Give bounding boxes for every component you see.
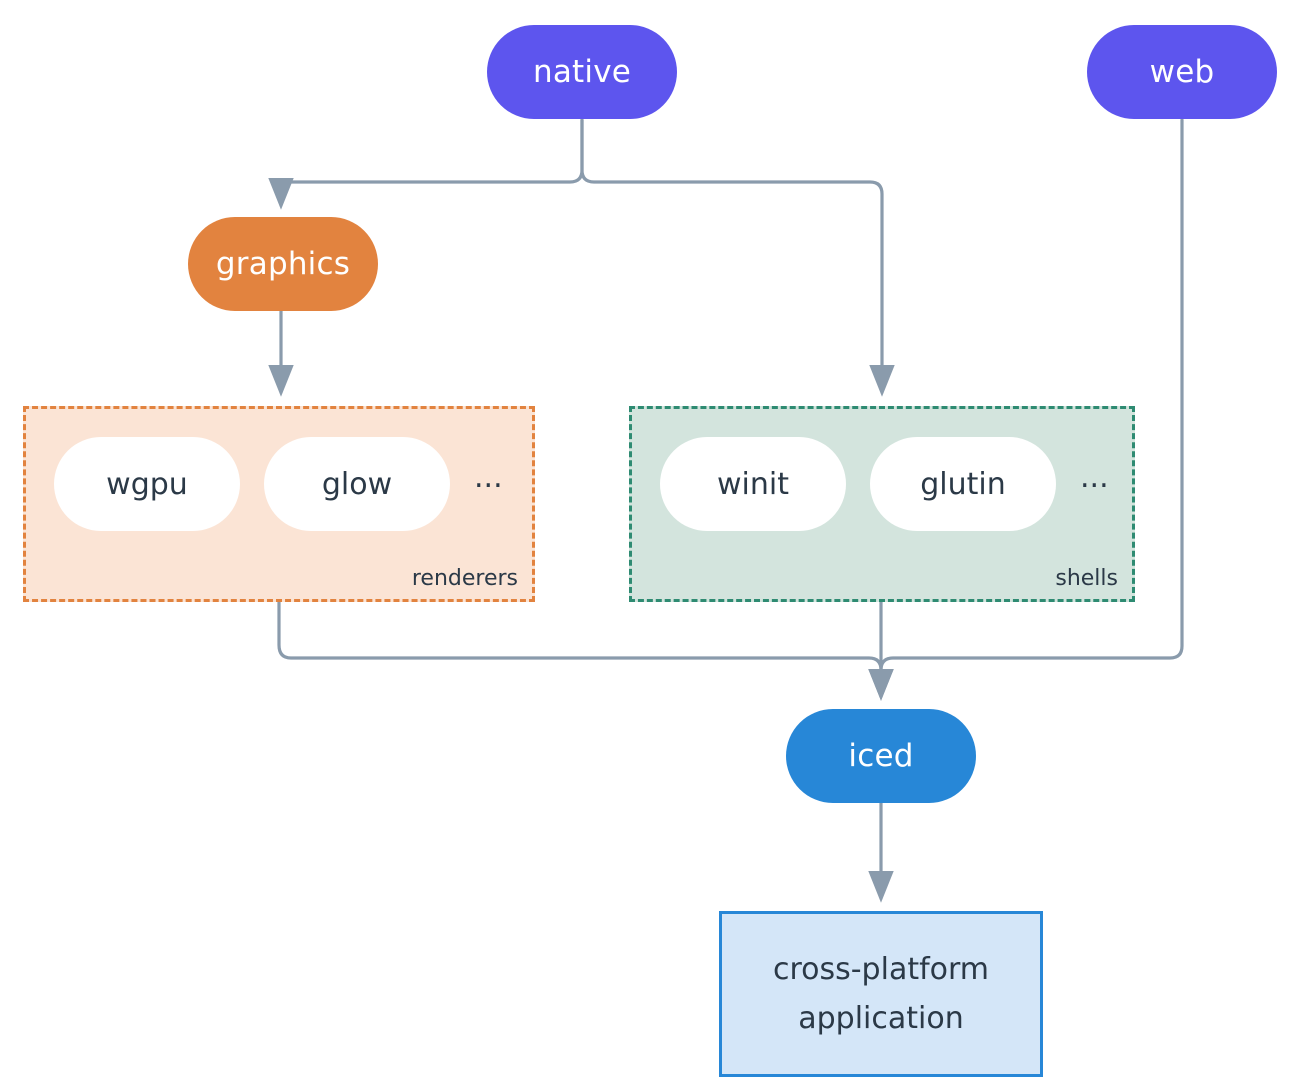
application-label-line2: application: [798, 1001, 964, 1036]
node-web[interactable]: web: [1087, 25, 1277, 119]
node-graphics-label: graphics: [215, 246, 351, 282]
subgraph-renderers-label: renderers: [411, 566, 518, 591]
node-iced-label: iced: [848, 738, 914, 774]
node-glow-label: glow: [321, 466, 393, 502]
shells-item-row: winit glutin ...: [632, 409, 1109, 531]
shells-overflow-ellipsis: ...: [1080, 460, 1109, 495]
subgraph-shells: winit glutin ... shells: [629, 406, 1135, 602]
node-iced[interactable]: iced: [786, 709, 976, 803]
node-native[interactable]: native: [487, 25, 677, 119]
edge-native-to-shells: [580, 118, 895, 397]
renderers-item-row: wgpu glow ...: [26, 409, 503, 531]
application-label-line1: cross-platform: [772, 951, 990, 987]
node-web-label: web: [1149, 54, 1215, 90]
node-cross-platform-application[interactable]: cross-platform application: [719, 911, 1043, 1077]
node-wgpu[interactable]: wgpu: [54, 437, 240, 531]
node-winit[interactable]: winit: [660, 437, 846, 531]
subgraph-renderers: wgpu glow ... renderers: [23, 406, 535, 602]
node-graphics[interactable]: graphics: [188, 217, 378, 311]
subgraph-shells-label: shells: [1055, 566, 1118, 591]
node-glutin[interactable]: glutin: [870, 437, 1056, 531]
node-native-label: native: [532, 54, 632, 90]
edge-renderers-to-iced: [277, 600, 894, 701]
renderers-overflow-ellipsis: ...: [474, 460, 503, 495]
node-wgpu-label: wgpu: [106, 466, 188, 502]
edge-native-to-graphics: [268, 118, 584, 210]
node-glutin-label: glutin: [920, 466, 1006, 502]
node-winit-label: winit: [717, 466, 789, 502]
node-glow[interactable]: glow: [264, 437, 450, 531]
